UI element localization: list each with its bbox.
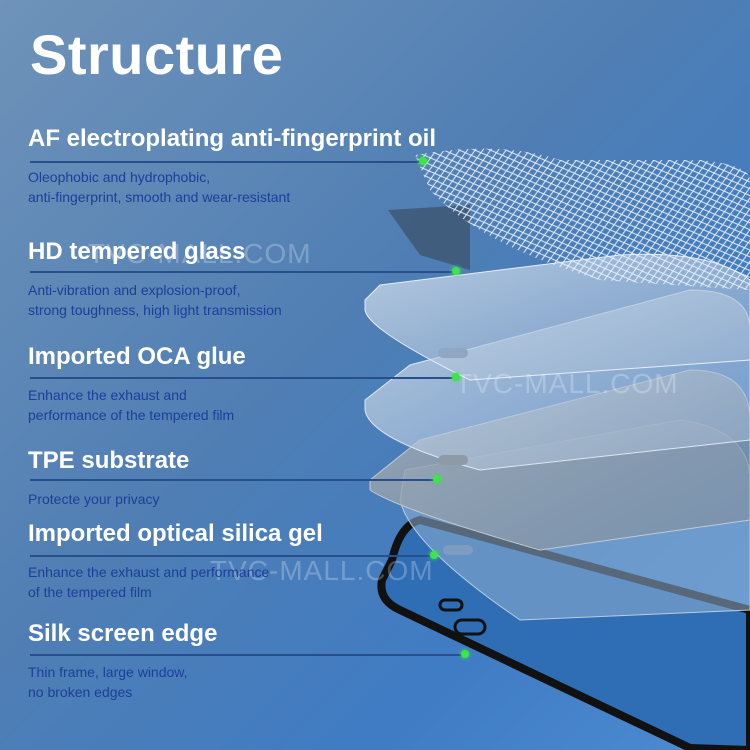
indicator-dot: [419, 157, 427, 165]
watermark: TVC-MALL.COM: [455, 368, 679, 399]
af-mesh-layer: [415, 148, 750, 290]
indicator-dot: [433, 475, 441, 483]
layer-oca-glue: Imported OCA glue Enhance the exhaust an…: [28, 343, 468, 425]
indicator-dot: [452, 373, 460, 381]
indicator-dot: [430, 551, 438, 559]
layer-silica-gel: Imported optical silica gel Enhance the …: [28, 520, 468, 602]
connector-line: [30, 271, 455, 273]
connector-line: [30, 555, 434, 557]
layer-tpe: TPE substrate Protecte your privacy: [28, 447, 468, 509]
connector-line: [30, 161, 422, 163]
watermark: TVC-MALL.COM: [88, 238, 312, 269]
layer-description: Protecte your privacy: [28, 491, 160, 507]
layer-silk-screen: Silk screen edge Thin frame, large windo…: [28, 620, 468, 702]
layer-af-oil: AF electroplating anti-fingerprint oil O…: [28, 125, 468, 207]
layer-title: AF electroplating anti-fingerprint oil: [28, 125, 436, 152]
layer-title: Silk screen edge: [28, 620, 218, 647]
indicator-dot: [452, 267, 460, 275]
layer-title: Imported optical silica gel: [28, 520, 323, 547]
page-title: Structure: [30, 23, 284, 86]
camera-notch: [453, 618, 487, 636]
layer-title: Imported OCA glue: [28, 343, 246, 370]
layer-description: Oleophobic and hydrophobic, anti-fingerp…: [28, 169, 291, 205]
connector-line: [30, 479, 438, 481]
connector-line: [30, 654, 464, 656]
layer-title: TPE substrate: [28, 447, 190, 474]
layer-hd-glass: HD tempered glass Anti-vibration and exp…: [28, 238, 468, 320]
layer-description: Thin frame, large window, no broken edge…: [28, 664, 188, 700]
privacy-dark-layer: [388, 205, 470, 270]
connector-line: [30, 377, 456, 379]
layer-title: HD tempered glass: [28, 238, 246, 265]
indicator-dot: [461, 650, 469, 658]
watermark: TVC-MALL.COM: [210, 555, 434, 586]
layer-description: Enhance the exhaust and performance of t…: [28, 564, 270, 600]
layer-description: Enhance the exhaust and performance of t…: [28, 387, 235, 423]
layer-description: Anti-vibration and explosion-proof, stro…: [28, 282, 282, 318]
